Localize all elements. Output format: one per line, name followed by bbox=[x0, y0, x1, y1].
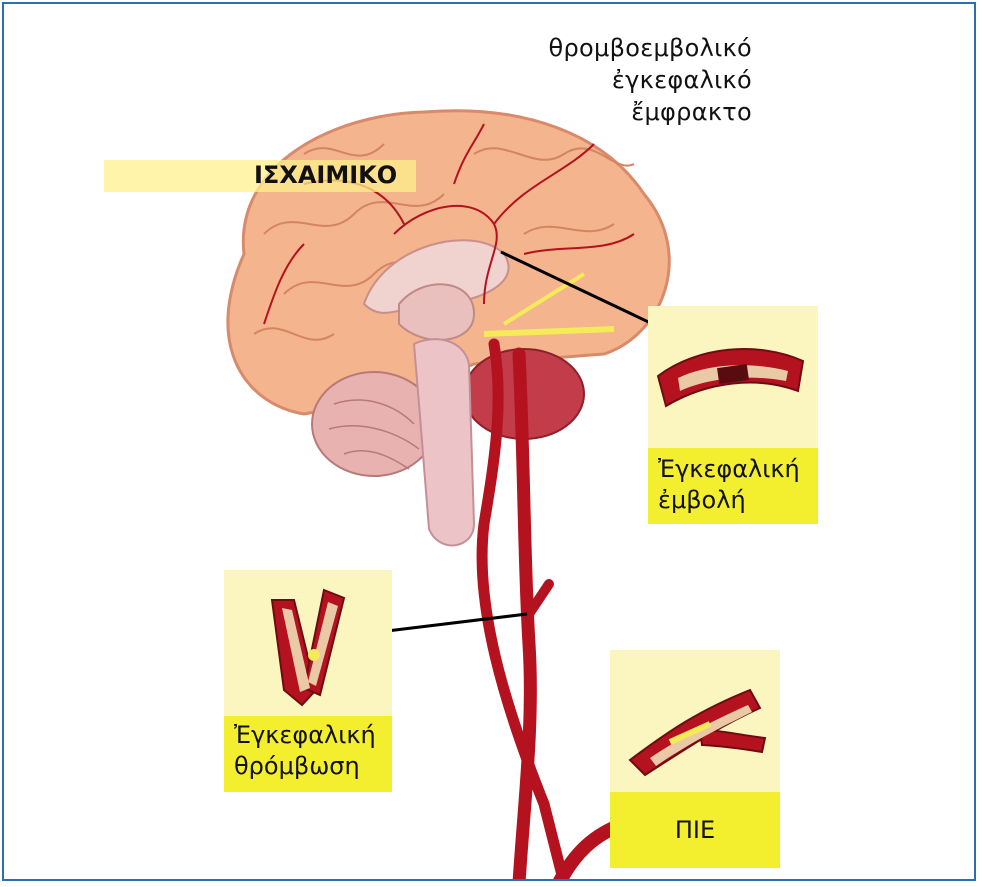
ischemic-label: ΙΣΧΑΙΜΙΚΟ bbox=[254, 161, 397, 189]
brainstem bbox=[414, 339, 474, 545]
embolism-label: Ἐγκεφαλική ἐμβολή bbox=[648, 448, 818, 524]
diagram-title: θρομβοεμβολικό ἐγκεφαλικό ἔμφρακτο bbox=[549, 32, 752, 128]
thrombosis-label: Ἐγκεφαλική θρόμβωση bbox=[224, 716, 392, 792]
title-line-3: ἔμφρακτο bbox=[549, 96, 752, 128]
embolism-vessel-icon bbox=[648, 306, 818, 448]
embolism-label-line-1: Ἐγκεφαλική bbox=[658, 454, 818, 485]
thrombosis-panel bbox=[224, 570, 392, 716]
pie-vessel-icon bbox=[610, 650, 780, 792]
title-line-1: θρομβοεμβολικό bbox=[549, 32, 752, 64]
brain-illustration bbox=[4, 4, 976, 881]
pie-panel bbox=[610, 650, 780, 792]
embolism-label-line-2: ἐμβολή bbox=[658, 485, 818, 516]
thrombosis-vessel-icon bbox=[224, 570, 392, 716]
embolism-panel bbox=[648, 306, 818, 448]
callout-line-thrombosis bbox=[387, 614, 527, 631]
thrombosis-label-line-2: θρόμβωση bbox=[234, 751, 392, 782]
title-line-2: ἐγκεφαλικό bbox=[549, 64, 752, 96]
thrombosis-label-line-1: Ἐγκεφαλική bbox=[234, 720, 392, 751]
pie-label: ΠΙΕ bbox=[610, 792, 780, 868]
thalamus bbox=[399, 284, 474, 340]
